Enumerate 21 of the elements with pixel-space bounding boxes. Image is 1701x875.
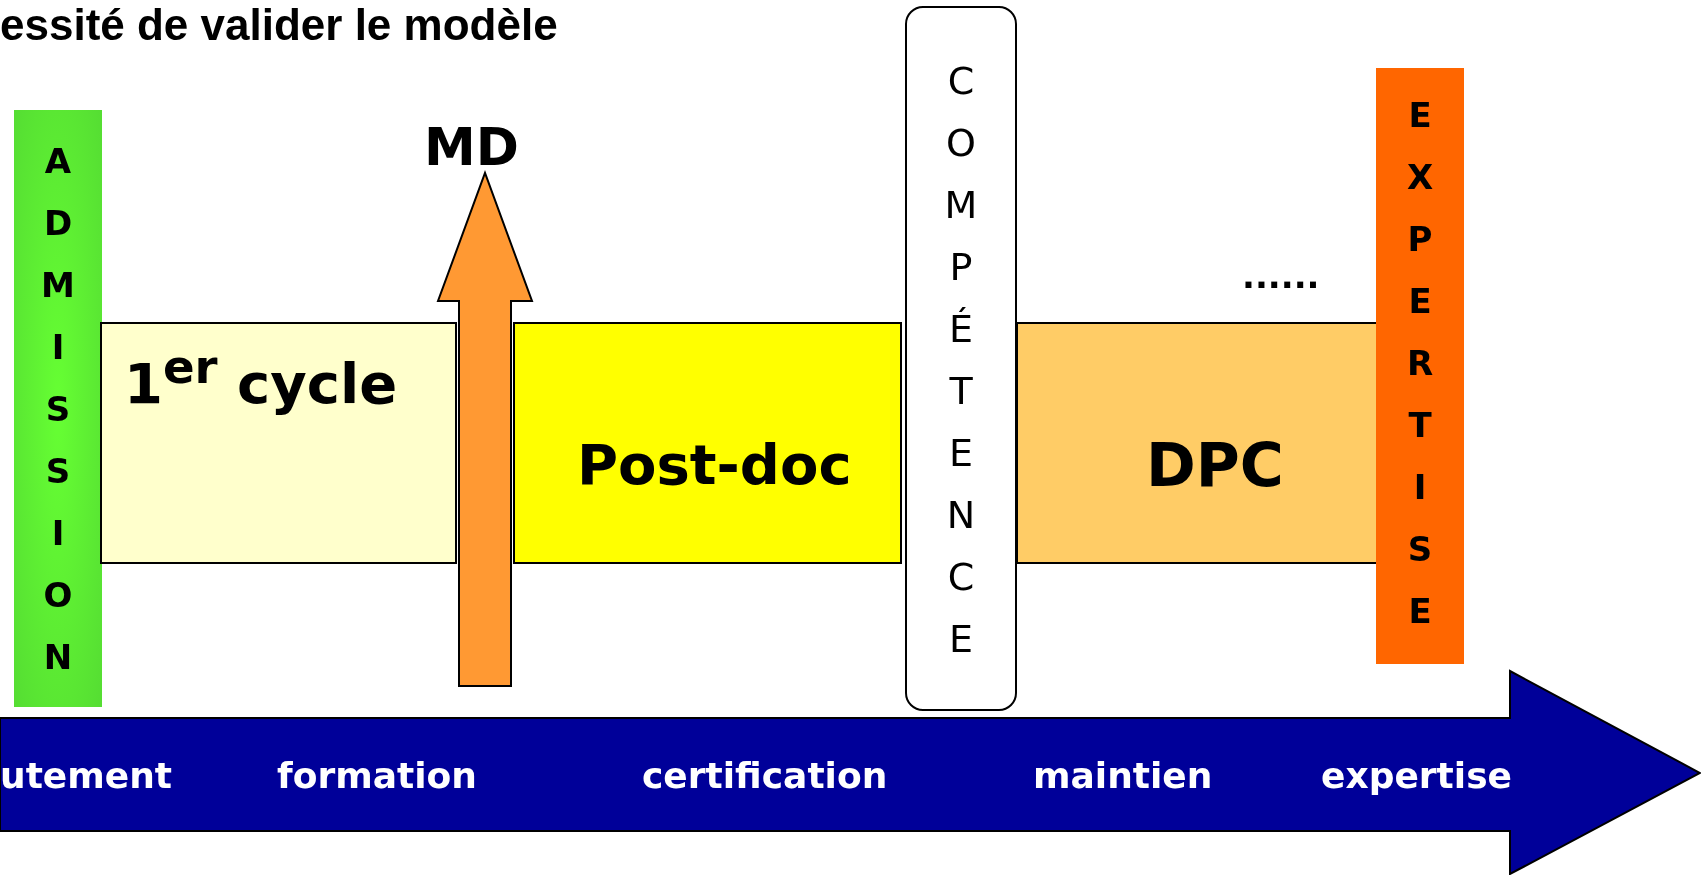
vertical-banner bbox=[905, 6, 1017, 711]
phase-label: maintien bbox=[1033, 756, 1213, 796]
vertical-label: ADMISSION bbox=[41, 140, 75, 679]
stage-label: Post-doc bbox=[577, 434, 852, 496]
phase-label: formation bbox=[277, 756, 477, 796]
vertical-label: COMPÉTENCE bbox=[943, 58, 979, 663]
stage-box bbox=[513, 322, 902, 564]
block-arrow bbox=[436, 170, 534, 687]
slide-title: essité de valider le modèle bbox=[0, 0, 558, 50]
stage-label: DPC bbox=[1146, 432, 1284, 498]
ellipsis-label: ...... bbox=[1242, 258, 1320, 296]
vertical-banner bbox=[14, 110, 102, 707]
timeline-arrow bbox=[0, 670, 1701, 875]
phase-label: expertise bbox=[1321, 756, 1512, 796]
stage-label: 1$^{er}$ cycle bbox=[124, 342, 398, 415]
milestone-label: MD bbox=[424, 119, 519, 177]
vertical-banner bbox=[1376, 68, 1464, 664]
phase-label: certification bbox=[642, 756, 888, 796]
stage-box bbox=[100, 322, 457, 564]
phase-label: utement bbox=[0, 756, 173, 796]
vertical-label: EXPERTISE bbox=[1405, 94, 1435, 633]
